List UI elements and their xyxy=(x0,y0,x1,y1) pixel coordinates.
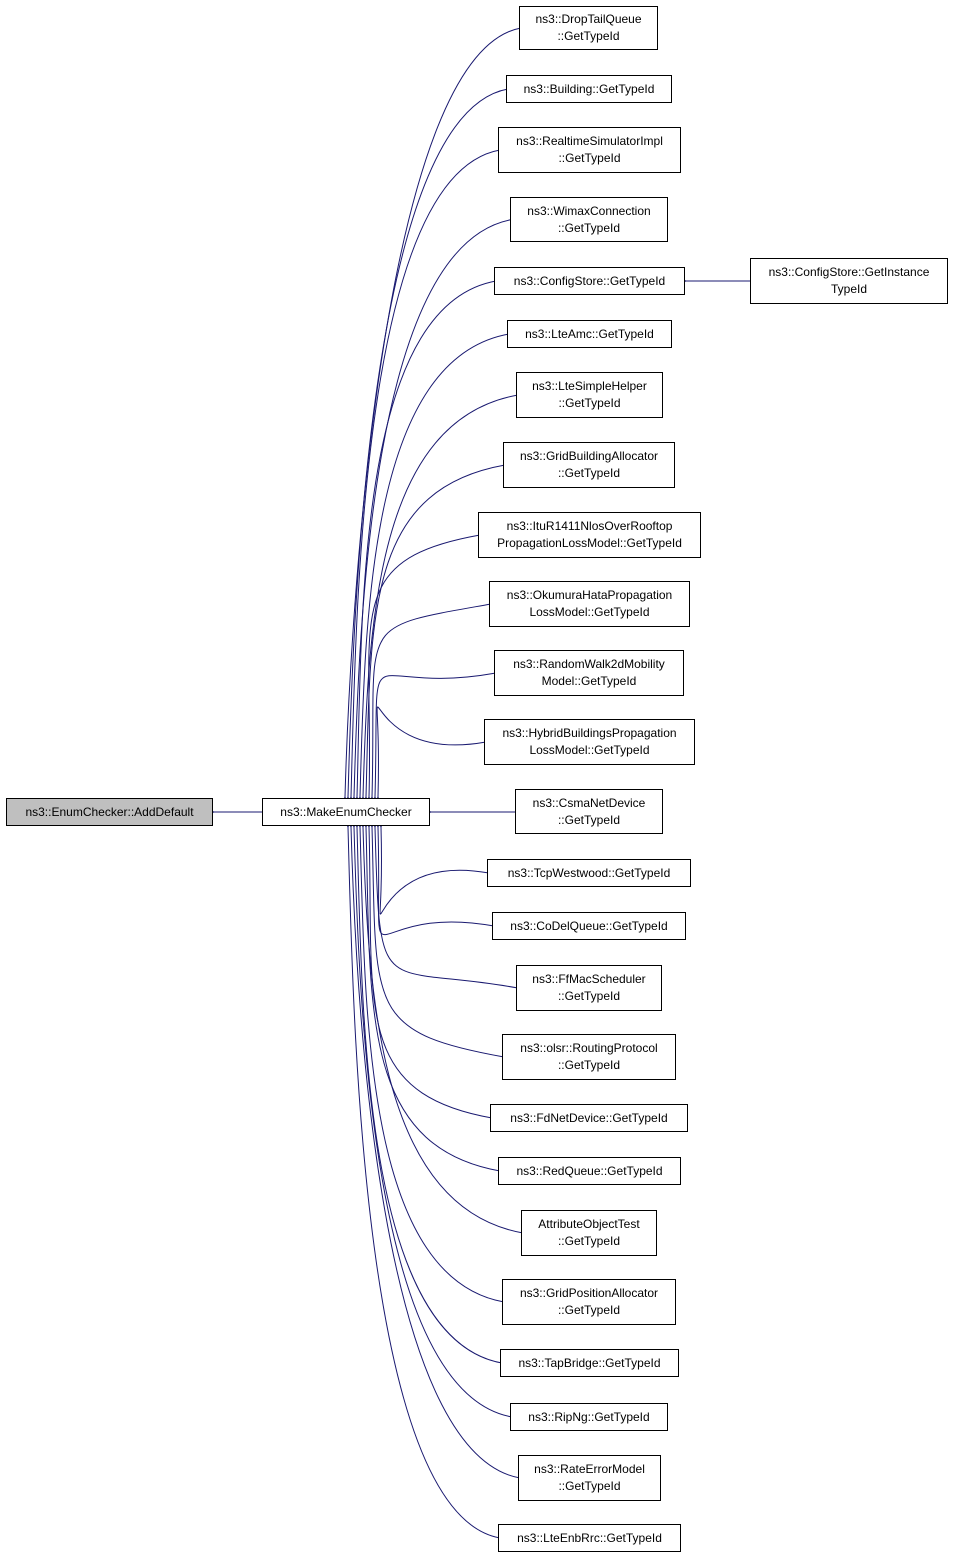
node-label-line: ns3::WimaxConnection xyxy=(527,203,651,218)
call-edge xyxy=(363,827,524,1234)
caller-node[interactable]: ns3::WimaxConnection::GetTypeId xyxy=(510,197,668,242)
caller-node[interactable]: AttributeObjectTest::GetTypeId xyxy=(521,1210,657,1256)
node-label-line: ns3::TapBridge::GetTypeId xyxy=(518,1355,661,1370)
caller-node[interactable]: ns3::olsr::RoutingProtocol::GetTypeId xyxy=(502,1034,676,1080)
node-label-line: ::GetTypeId xyxy=(557,812,621,827)
node-label-line: ns3::EnumChecker::AddDefault xyxy=(25,804,194,819)
call-edge xyxy=(360,827,505,1303)
current-function-node: ns3::EnumChecker::AddDefault xyxy=(6,798,213,826)
node-label-line: ns3::RateErrorModel xyxy=(534,1462,645,1476)
node-label-line: ::GetTypeId xyxy=(558,396,621,410)
call-edge xyxy=(351,149,501,797)
call-edge xyxy=(380,827,490,915)
caller-node[interactable]: ns3::TcpWestwood::GetTypeId xyxy=(487,859,691,887)
call-edge xyxy=(348,88,509,797)
call-edge xyxy=(351,827,521,1479)
call-edge xyxy=(372,827,505,1058)
node-label-line: LossModel::GetTypeId xyxy=(529,743,650,757)
call-edge xyxy=(360,333,510,797)
call-edge xyxy=(366,827,501,1172)
node-label-line: ns3::RealtimeSimulatorImpl xyxy=(516,134,663,148)
node-label-line: ns3::CoDelQueue::GetTypeId xyxy=(510,918,668,933)
node-label-line: ns3::ItuR1411NlosOverRooftop xyxy=(506,519,673,533)
node-label-line: LossModel::GetTypeId xyxy=(529,605,650,619)
caller-node[interactable]: ns3::GridPositionAllocator::GetTypeId xyxy=(502,1279,676,1325)
call-edge xyxy=(378,827,495,936)
node-label-line: ns3::LteEnbRrc::GetTypeId xyxy=(517,1530,662,1545)
node-label-line: ns3::CsmaNetDevice xyxy=(532,795,646,810)
node-label-line: ns3::GridPositionAllocator xyxy=(519,1286,659,1300)
node-label-line: ns3::RipNg::GetTypeId xyxy=(528,1409,650,1424)
node-label-line: AttributeObjectTest xyxy=(538,1217,640,1231)
node-label-line: ::GetTypeId xyxy=(557,466,621,480)
call-edge xyxy=(363,394,519,797)
call-edge xyxy=(377,706,487,797)
node-label-line: ns3::DropTailQueue xyxy=(535,12,642,26)
make-enum-checker-node[interactable]: ns3::MakeEnumChecker xyxy=(262,798,430,826)
node-label-line: ns3::ConfigStore::GetTypeId xyxy=(513,273,666,288)
call-edge xyxy=(372,603,492,797)
call-edge xyxy=(357,827,503,1364)
node-label-line: ns3::ConfigStore::GetInstance xyxy=(768,265,930,279)
node-label-line: ns3::FdNetDevice::GetTypeId xyxy=(510,1110,668,1125)
call-edge xyxy=(354,219,513,798)
node-label-line: ns3::RedQueue::GetTypeId xyxy=(516,1163,663,1178)
node-label-line: ns3::OkumuraHataPropagation xyxy=(506,588,673,602)
call-edge xyxy=(357,280,497,797)
node-label-line: ::GetTypeId xyxy=(557,1058,621,1072)
node-label-line: ns3::HybridBuildingsPropagation xyxy=(502,726,677,740)
node-label-line: ::GetTypeId xyxy=(557,1234,621,1248)
caller-node[interactable]: ns3::CoDelQueue::GetTypeId xyxy=(492,912,686,940)
node-label-line: ns3::FfMacScheduler xyxy=(532,972,646,986)
node-label-line: ns3::LteSimpleHelper xyxy=(532,379,647,393)
node-label-line: ::GetTypeId xyxy=(557,220,621,235)
node-label-line: ns3::MakeEnumChecker xyxy=(280,804,412,819)
node-label-line: ::GetTypeId xyxy=(557,989,621,1003)
caller-node[interactable]: ns3::Building::GetTypeId xyxy=(506,75,672,103)
node-label-line: ns3::TcpWestwood::GetTypeId xyxy=(507,865,671,880)
caller-node[interactable]: ns3::FdNetDevice::GetTypeId xyxy=(490,1104,688,1132)
node-label-line: ns3::LteAmc::GetTypeId xyxy=(525,326,654,341)
node-label-line: Model::GetTypeId xyxy=(541,674,637,688)
node-label-line: TypeId xyxy=(830,282,868,296)
caller-node[interactable]: ns3::LteSimpleHelper::GetTypeId xyxy=(516,372,663,418)
node-label-line: ns3::Building::GetTypeId xyxy=(523,81,655,96)
caller-node[interactable]: ns3::CsmaNetDevice::GetTypeId xyxy=(515,789,663,834)
node-label-line: ns3::RandomWalk2dMobility xyxy=(513,657,665,671)
caller-node[interactable]: ns3::LteAmc::GetTypeId xyxy=(507,320,672,348)
caller-node[interactable]: ns3::GridBuildingAllocator::GetTypeId xyxy=(503,442,675,488)
node-label-line: ns3::GridBuildingAllocator xyxy=(519,449,659,463)
node-label-line: ::GetTypeId xyxy=(558,151,621,165)
node-label-line: ::GetTypeId xyxy=(557,1303,621,1317)
caller-node[interactable]: ns3::FfMacScheduler::GetTypeId xyxy=(516,965,662,1011)
node-label-line: PropagationLossModel::GetTypeId xyxy=(497,536,682,550)
node-label-line: ::GetTypeId xyxy=(558,1479,621,1493)
call-edge xyxy=(375,672,497,797)
caller-node[interactable]: ns3::RateErrorModel::GetTypeId xyxy=(518,1455,661,1501)
call-edge xyxy=(375,827,519,989)
node-label-line: ns3::olsr::RoutingProtocol xyxy=(520,1041,658,1055)
call-edge xyxy=(348,827,501,1539)
caller-node[interactable]: ns3::LteEnbRrc::GetTypeId xyxy=(498,1524,681,1552)
call-edge xyxy=(366,464,506,797)
call-edge xyxy=(369,827,493,1119)
call-edge xyxy=(354,827,513,1418)
caller-node[interactable]: ns3::RedQueue::GetTypeId xyxy=(498,1157,681,1185)
caller-node[interactable]: ns3::DropTailQueue::GetTypeId xyxy=(519,6,658,50)
caller-node[interactable]: ns3::RipNg::GetTypeId xyxy=(510,1403,668,1431)
caller-node[interactable]: ns3::TapBridge::GetTypeId xyxy=(500,1349,679,1377)
node-label-line: ::GetTypeId xyxy=(557,29,620,43)
caller-node[interactable]: ns3::RealtimeSimulatorImpl::GetTypeId xyxy=(498,127,681,173)
caller-node[interactable]: ns3::ConfigStore::GetTypeId xyxy=(494,267,685,295)
call-edge xyxy=(369,534,481,797)
